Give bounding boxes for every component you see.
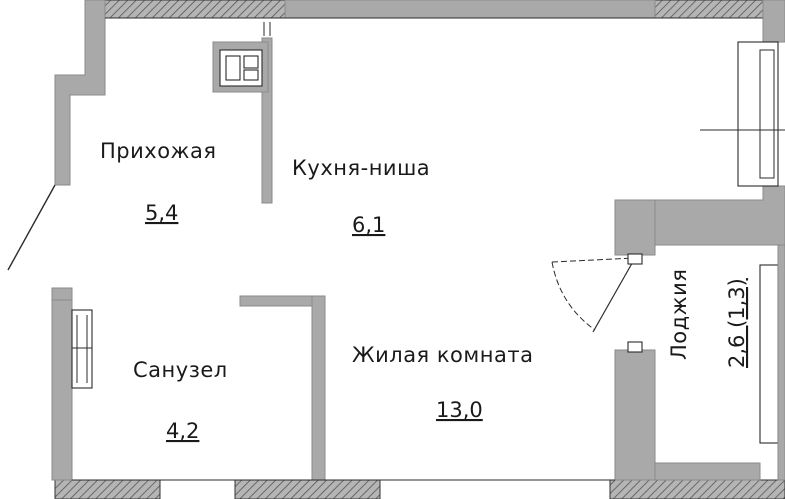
wall-top-mid (284, 0, 656, 19)
window-kitchen-frame-inner (759, 49, 775, 179)
wall-living-loggia-lower (614, 349, 656, 481)
kitchen-fixture-part-2 (243, 55, 259, 69)
room-area-living: 13,0 (436, 398, 483, 422)
exterior-wall-top-left (84, 0, 286, 19)
room-label-kitchen: Кухня-ниша (292, 156, 430, 180)
loggia-door-jamb-top (627, 253, 643, 265)
wall-kitchen-partition (261, 37, 273, 204)
wall-bathroom-top-left (51, 287, 73, 301)
window-loggia (759, 264, 779, 444)
kitchen-fixture-part-3 (243, 69, 259, 81)
room-area-bathroom: 4,2 (166, 419, 199, 443)
exterior-wall-bottom-mid (234, 479, 381, 499)
loggia-door-swing (551, 257, 636, 331)
exterior-wall-bottom-right (609, 479, 785, 499)
loggia-door-jamb-bottom (627, 341, 643, 353)
room-label-living: Жилая комната (352, 343, 533, 367)
wall-bathroom-right (311, 295, 326, 481)
wall-loggia-bottom (654, 462, 761, 481)
wall-right-upper (762, 0, 785, 43)
room-area-hallway: 5,4 (145, 201, 178, 225)
loggia-door-leaf (592, 257, 636, 333)
wall-loggia-right (777, 244, 785, 481)
window-kitchen (737, 41, 779, 187)
entrance-door (7, 184, 56, 271)
room-label-bathroom: Санузел (133, 358, 228, 382)
exterior-wall-bottom-left (54, 479, 161, 499)
room-area-kitchen: 6,1 (352, 213, 385, 237)
room-label-loggia: Лоджия (667, 269, 691, 360)
room-area-loggia: 2,6 (1,3) (725, 278, 749, 368)
wall-hallway-left (54, 0, 106, 186)
exterior-wall-top-right (654, 0, 764, 19)
room-label-hallway: Прихожая (100, 139, 216, 163)
bathroom-fixture (71, 309, 93, 389)
wall-bathroom-left (51, 287, 73, 481)
kitchen-fixture-part-1 (225, 55, 241, 81)
wall-living-loggia-upper (614, 199, 656, 256)
